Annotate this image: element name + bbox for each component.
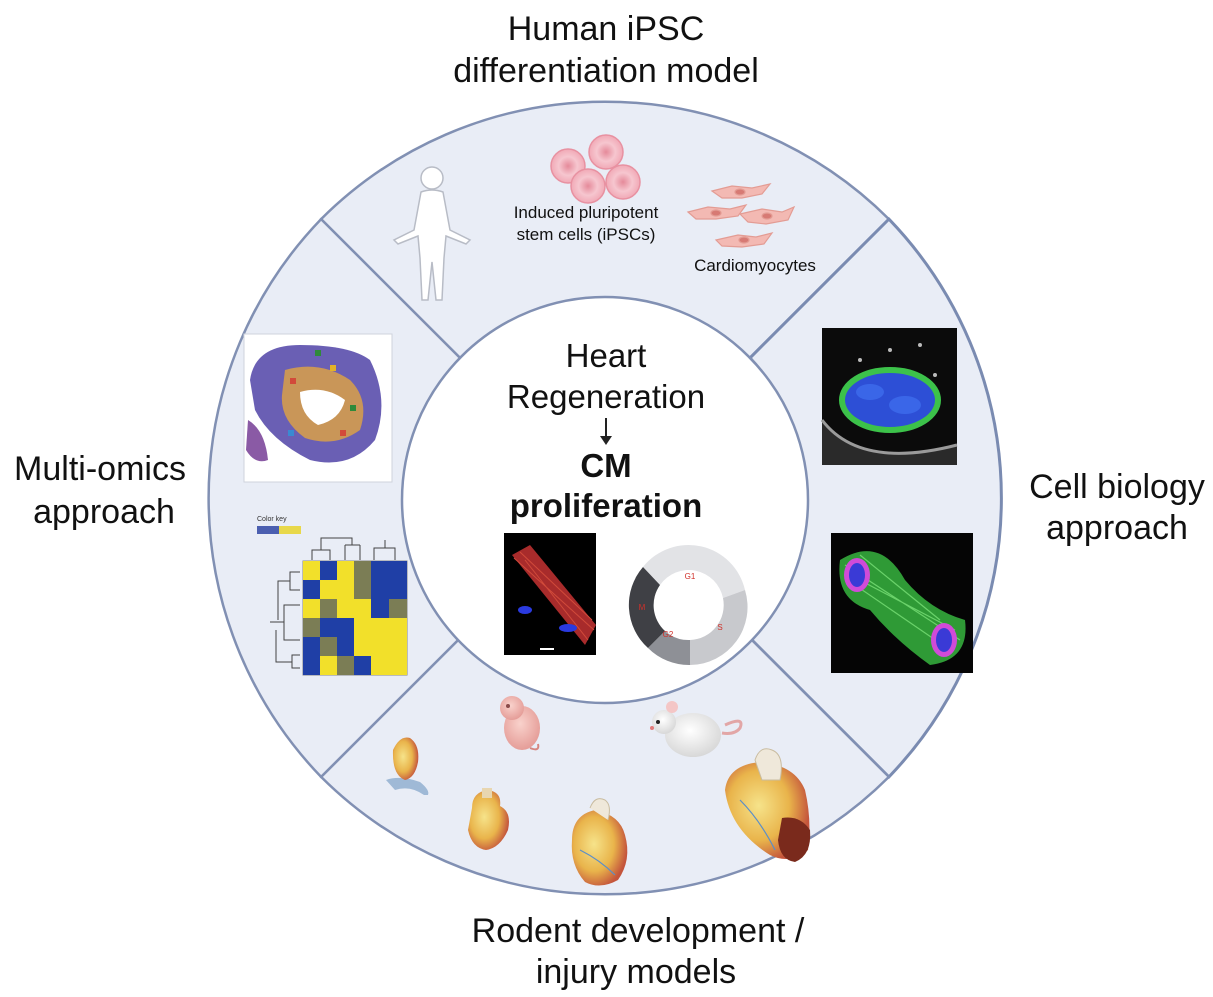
center-title-line2: Regeneration	[507, 378, 705, 415]
heatmap: Color key	[257, 516, 408, 676]
ipsc-label-line1: Induced pluripotent	[514, 203, 659, 222]
right-label-line1: Cell biology	[1029, 468, 1205, 506]
left-label-line1: Multi-omics	[14, 450, 186, 488]
cardiomyocyte-micrograph	[504, 533, 596, 655]
mouse-heart-small-icon	[468, 788, 509, 850]
adult-mouse-icon	[650, 701, 743, 757]
center-title-line1: Heart	[566, 337, 647, 374]
top-label-line2: differentiation model	[453, 52, 759, 90]
ipsc-cells-icon	[550, 134, 641, 204]
bottom-label-line2: injury models	[536, 953, 736, 991]
ipsc-label-line2: stem cells (iPSCs)	[517, 225, 656, 244]
cardiomyocytes-label: Cardiomyocytes	[694, 256, 816, 275]
spatial-transcriptomics-image	[243, 333, 393, 483]
microscopy-image-nucleus	[820, 328, 958, 465]
phase-m-label: M	[639, 603, 646, 612]
human-body-icon	[392, 166, 472, 301]
left-label-line2: approach	[33, 493, 175, 531]
center-subtitle-line2: proliferation	[510, 487, 703, 524]
embryonic-heart-icon	[386, 737, 429, 795]
microscopy-image-dividing-cell	[831, 533, 973, 673]
bottom-label-line1: Rodent development /	[472, 912, 805, 950]
center-subtitle-line1: CM	[580, 447, 631, 484]
right-label-line2: approach	[1046, 509, 1188, 547]
cell-cycle-diagram: G1 S G2 M	[628, 544, 748, 666]
phase-g1-label: G1	[685, 572, 696, 581]
phase-g2-label: G2	[663, 630, 674, 639]
mouse-heart-medium-icon	[571, 798, 628, 886]
heatmap-color-key-label: Color key	[257, 516, 287, 523]
injured-heart-icon	[725, 748, 811, 862]
down-arrow-icon	[600, 418, 612, 445]
cardiomyocytes-icon	[686, 183, 796, 248]
phase-s-label: S	[717, 623, 722, 632]
top-label-line1: Human iPSC	[508, 10, 705, 48]
center-circle	[400, 295, 810, 705]
neonatal-mouse-icon	[500, 696, 540, 751]
